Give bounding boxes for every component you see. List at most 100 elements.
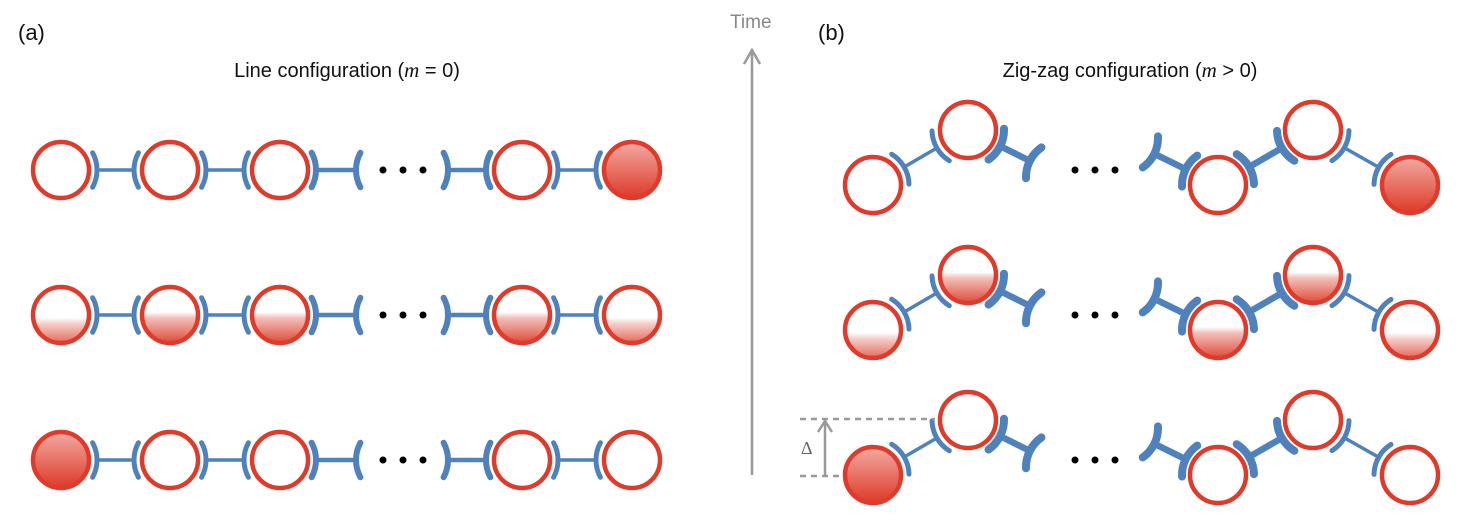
bond-cap (551, 150, 561, 190)
bond-cap (1178, 151, 1202, 191)
panel-b-title: Zig-zag configuration (m > 0) (1002, 58, 1258, 82)
bond (903, 291, 938, 314)
ellipsis-dot (1071, 456, 1079, 464)
ion-excited (601, 139, 663, 201)
bond-cap (1273, 126, 1299, 165)
bond-cap (241, 150, 251, 190)
ion (249, 139, 311, 201)
bond-cap (483, 149, 494, 191)
panel-a-label: (a) (18, 20, 45, 45)
bond-cap (199, 150, 209, 190)
ion (601, 284, 663, 346)
ellipsis-dot (379, 311, 387, 319)
bond-cap (131, 295, 141, 335)
bond-cap (593, 150, 603, 190)
bond-cap (593, 295, 603, 335)
bond (998, 143, 1032, 164)
bond-cap (241, 440, 251, 480)
panel-b-label: (b) (818, 20, 845, 45)
bond-cap (353, 439, 364, 481)
ion (30, 139, 92, 201)
ellipsis-dot (1071, 311, 1079, 319)
bond-cap (1178, 296, 1202, 336)
ion (1282, 389, 1344, 451)
bond-cap (308, 439, 319, 481)
bond (1152, 150, 1188, 173)
ion (937, 389, 999, 451)
bond (903, 146, 938, 169)
ellipsis-dot (1091, 456, 1099, 464)
bond-cap (551, 440, 561, 480)
bond (1247, 435, 1284, 460)
bond-cap (131, 150, 141, 190)
bond-cap (483, 294, 494, 336)
ion (1187, 444, 1249, 506)
bond-cap (1273, 416, 1299, 455)
ion-excited (30, 429, 92, 491)
bond (1152, 295, 1188, 318)
bond-cap (90, 150, 100, 190)
displacement-arrowhead (816, 418, 834, 433)
bond-cap (1138, 277, 1162, 317)
bond (1343, 146, 1380, 169)
bond-cap (440, 294, 451, 336)
ellipsis-dot (1111, 311, 1119, 319)
ellipsis-dot (419, 456, 427, 464)
ion-excited (842, 444, 904, 506)
ellipsis-dot (379, 456, 387, 464)
ion (139, 139, 201, 201)
ion (1282, 244, 1344, 306)
ellipsis-dot (399, 456, 407, 464)
ion (1187, 299, 1249, 361)
bond-cap (483, 439, 494, 481)
ellipsis-dot (399, 311, 407, 319)
ion (491, 284, 553, 346)
ion (249, 429, 311, 491)
ion (1282, 99, 1344, 161)
ellipsis-dot (1091, 166, 1099, 174)
ellipsis-dot (1091, 311, 1099, 319)
bond-cap (1273, 271, 1299, 310)
bond (1343, 436, 1380, 459)
ellipsis-dot (399, 166, 407, 174)
ion-excited (1379, 154, 1441, 216)
bond (1343, 291, 1380, 314)
bond-cap (353, 149, 364, 191)
bond-cap (199, 440, 209, 480)
bond-cap (1178, 441, 1202, 481)
ion (601, 429, 663, 491)
ion (491, 429, 553, 491)
bond-cap (199, 295, 209, 335)
ellipsis-dot (1111, 166, 1119, 174)
bond (1247, 290, 1284, 315)
bond-cap (308, 149, 319, 191)
ion (937, 99, 999, 161)
ion (491, 139, 553, 201)
ellipsis-dot (379, 166, 387, 174)
bond (998, 433, 1032, 454)
bond-cap (440, 149, 451, 191)
bond (903, 436, 938, 459)
ellipsis-dot (1071, 166, 1079, 174)
ion (139, 429, 201, 491)
bond-cap (90, 295, 100, 335)
ion (139, 284, 201, 346)
ion (1379, 444, 1441, 506)
bond-cap (308, 294, 319, 336)
ellipsis-dot (1111, 456, 1119, 464)
ion (30, 284, 92, 346)
ellipsis-dot (419, 166, 427, 174)
ion (1187, 154, 1249, 216)
ion (842, 299, 904, 361)
displacement-label: Δ (801, 438, 813, 458)
bond-cap (353, 294, 364, 336)
bond-cap (131, 440, 141, 480)
ion (842, 154, 904, 216)
bond-cap (1138, 422, 1162, 462)
ion (1379, 299, 1441, 361)
bond-cap (1138, 132, 1162, 172)
bond (998, 288, 1032, 309)
bond-cap (593, 440, 603, 480)
